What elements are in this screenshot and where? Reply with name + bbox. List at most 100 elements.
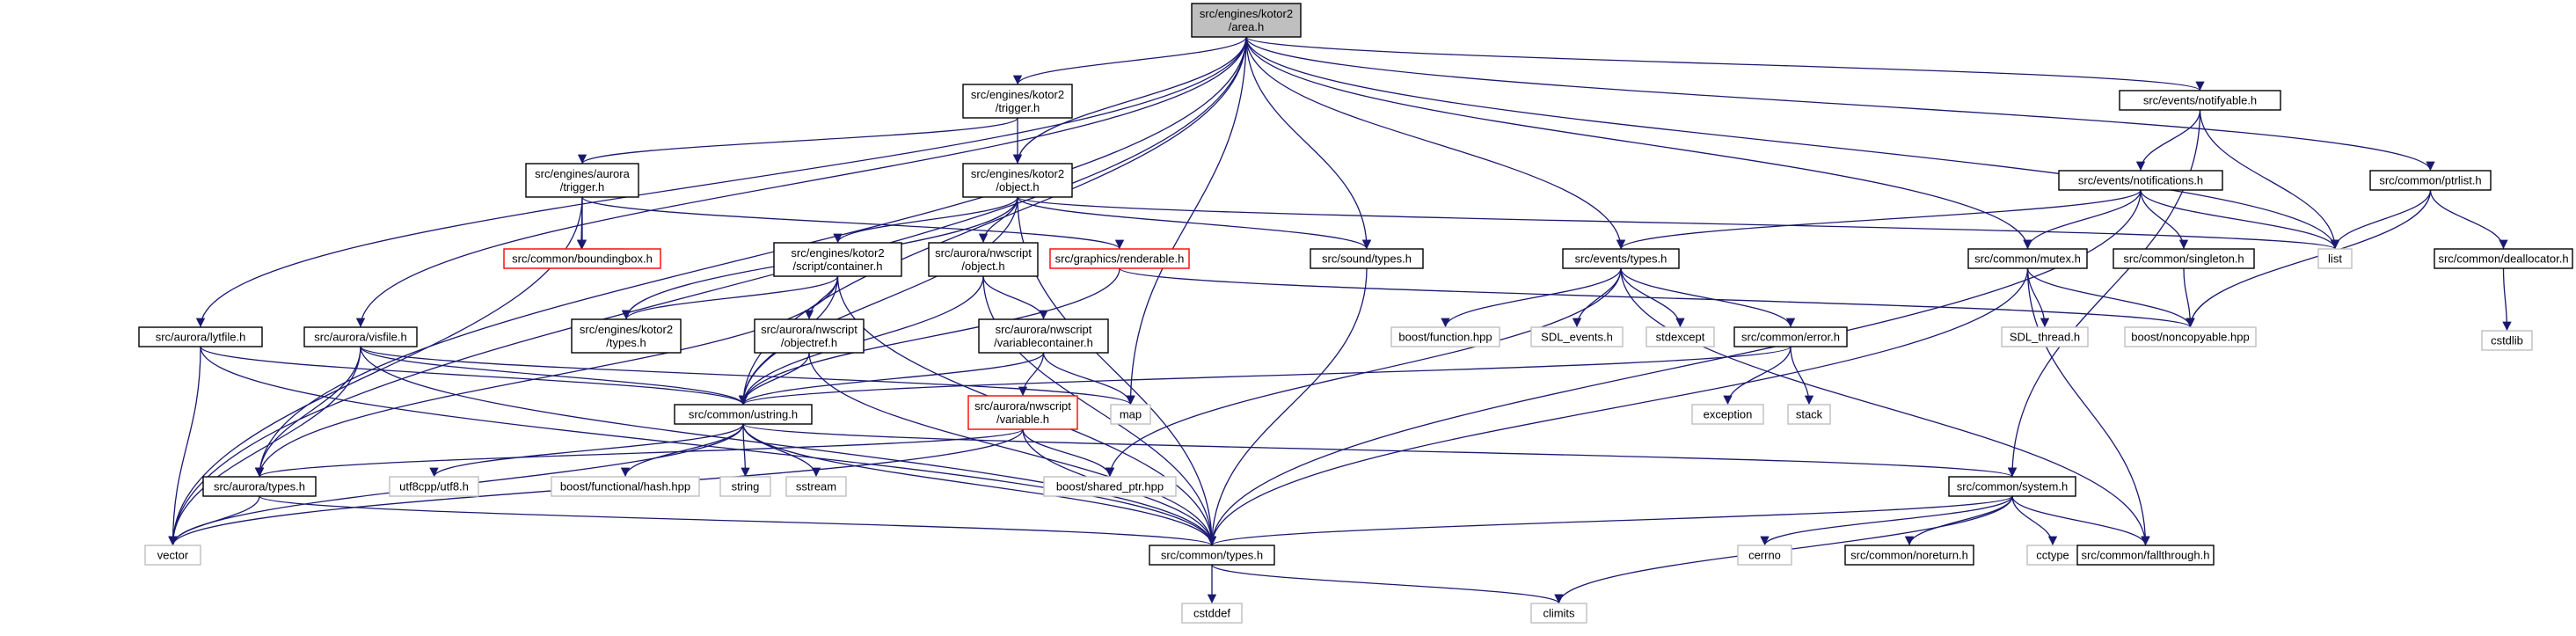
edge-eventstypes-to-error [1620, 267, 1796, 328]
edge-nwobject-to-varcontainer [982, 275, 1048, 320]
node-noreturn[interactable]: src/common/noreturn.h [1844, 545, 1974, 566]
node-soundtypes[interactable]: src/sound/types.h [1310, 248, 1424, 269]
node-boostfunction-label-0: boost/function.hpp [1398, 331, 1492, 344]
node-auroratypes-box [202, 476, 317, 497]
edge-variable-to-sharedptr [1022, 428, 1115, 478]
node-exception: exception [1691, 404, 1764, 425]
node-eventstypes[interactable]: src/events/types.h [1562, 248, 1680, 269]
edge-notifyable-to-notifications [2135, 109, 2201, 172]
node-object2-label-0: src/engines/kotor2 [971, 167, 1064, 180]
node-fallthrough-box [2076, 545, 2215, 566]
node-ptrlist-label-0: src/common/ptrlist.h [2379, 174, 2481, 187]
node-area-box [1191, 3, 1302, 38]
edge-mutex-to-fallthrough [2026, 267, 2150, 546]
node-stack-label-0: stack [1796, 408, 1823, 421]
node-fallthrough[interactable]: src/common/fallthrough.h [2076, 545, 2215, 566]
edge-notifications-to-singleton [2140, 189, 2189, 250]
node-boundingbox[interactable]: src/common/boundingbox.h [503, 248, 661, 269]
edge-lytfile-to-commontypes [200, 346, 1217, 546]
edge-ustring-to-system [742, 423, 2017, 478]
node-auroratypes[interactable]: src/aurora/types.h [202, 476, 317, 497]
node-noreturn-box [1844, 545, 1974, 566]
node-utf8: utf8cpp/utf8.h [389, 476, 479, 497]
node-scriptcontainer[interactable]: src/engines/kotor2/script/container.h [773, 242, 902, 277]
edge-auroratypes-to-vector [168, 495, 260, 546]
edge-trigger2-to-auroratrigger [578, 117, 1018, 164]
node-deallocator[interactable]: src/common/deallocator.h [2434, 248, 2573, 269]
node-error[interactable]: src/common/error.h [1733, 326, 1848, 347]
node-kotor2types[interactable]: src/engines/kotor2/types.h [571, 318, 682, 354]
node-visfile[interactable]: src/aurora/visfile.h [303, 326, 418, 347]
node-boosthash: boost/functional/hash.hpp [551, 476, 700, 497]
edge-lytfile-to-ustring [200, 346, 748, 406]
edge-system-to-commontypes [1208, 495, 2013, 546]
node-boosthash-box [551, 476, 700, 497]
node-trigger2[interactable]: src/engines/kotor2/trigger.h [962, 84, 1073, 119]
node-notifyable[interactable]: src/events/notifyable.h [2119, 90, 2281, 111]
node-trigger2-label-0: src/engines/kotor2 [971, 88, 1064, 101]
node-system[interactable]: src/common/system.h [1948, 476, 2076, 497]
node-vector-box [144, 545, 201, 566]
edge-error-to-exception [1723, 346, 1792, 406]
node-cstdlib-box [2481, 330, 2533, 351]
node-exception-box [1691, 404, 1764, 425]
node-notifications[interactable]: src/events/notifications.h [2058, 170, 2223, 191]
edge-error-to-ustring [739, 346, 1792, 406]
node-ptrlist-box [2369, 170, 2492, 191]
node-cerrno: cerrno [1737, 545, 1792, 566]
node-varcontainer-label-0: src/aurora/nwscript [996, 323, 1092, 336]
node-boundingbox-label-0: src/common/boundingbox.h [512, 252, 653, 266]
node-varcontainer[interactable]: src/aurora/nwscript/variablecontainer.h [978, 318, 1109, 354]
node-object2[interactable]: src/engines/kotor2/object.h [962, 163, 1073, 198]
node-sharedptr-box [1043, 476, 1177, 497]
node-auroratypes-label-0: src/aurora/types.h [214, 480, 305, 493]
node-notifyable-label-0: src/events/notifyable.h [2143, 94, 2257, 107]
edge-visfile-to-auroratypes [254, 346, 361, 478]
edge-object2-to-ustring [738, 196, 1018, 406]
node-auroratrigger-label-1: /trigger.h [560, 180, 605, 194]
edge-visfile-to-commontypes [360, 346, 1217, 546]
edge-area-to-soundtypes [1245, 36, 1372, 250]
node-sstream: sstream [785, 476, 847, 497]
edge-error-to-stack [1790, 346, 1814, 406]
node-ptrlist[interactable]: src/common/ptrlist.h [2369, 170, 2492, 191]
node-area-label-0: src/engines/kotor2 [1200, 7, 1293, 20]
edge-ptrlist-to-deallocator [2429, 189, 2508, 250]
node-list-box [2317, 248, 2353, 269]
node-ustring[interactable]: src/common/ustring.h [674, 404, 813, 425]
node-variable[interactable]: src/aurora/nwscript/variable.h [967, 395, 1078, 430]
node-trigger2-box [962, 84, 1073, 119]
node-sdlevents: SDL_events.h [1530, 326, 1624, 347]
node-commontypes-box [1149, 545, 1275, 566]
node-objectref[interactable]: src/aurora/nwscript/objectref.h [754, 318, 865, 354]
edge-area-to-object2 [1012, 36, 1247, 164]
edge-scriptcontainer-to-kotor2types [621, 275, 839, 320]
edge-varcontainer-to-ustring [738, 352, 1045, 406]
node-area[interactable]: src/engines/kotor2/area.h [1191, 3, 1302, 38]
node-boostfunction-box [1390, 326, 1500, 347]
node-mutex-box [1967, 248, 2088, 269]
node-eventstypes-box [1562, 248, 1680, 269]
node-singleton[interactable]: src/common/singleton.h [2113, 248, 2255, 269]
node-lytfile[interactable]: src/aurora/lytfile.h [138, 326, 263, 347]
edge-object2-to-scriptcontainer [833, 196, 1018, 244]
edge-ustring-to-commontypes [742, 423, 1217, 546]
edge-object2-to-soundtypes [1017, 196, 1372, 250]
node-commontypes[interactable]: src/common/types.h [1149, 545, 1275, 566]
node-objectref-box [754, 318, 865, 354]
node-exception-label-0: exception [1704, 408, 1753, 421]
node-auroratrigger[interactable]: src/engines/aurora/trigger.h [525, 163, 639, 198]
node-renderable[interactable]: src/graphics/renderable.h [1049, 248, 1190, 269]
node-soundtypes-box [1310, 248, 1424, 269]
node-variable-label-0: src/aurora/nwscript [974, 399, 1071, 413]
edge-deallocator-to-cstdlib [2502, 267, 2512, 332]
node-system-box [1948, 476, 2076, 497]
node-mutex[interactable]: src/common/mutex.h [1967, 248, 2088, 269]
node-noncopyable-box [2124, 326, 2257, 347]
edge-lytfile-to-vector [168, 346, 201, 546]
node-string-box [719, 476, 771, 497]
edge-ustring-to-boosthash [620, 423, 744, 478]
node-nwobject[interactable]: src/aurora/nwscript/object.h [928, 242, 1039, 277]
node-string: string [719, 476, 771, 497]
